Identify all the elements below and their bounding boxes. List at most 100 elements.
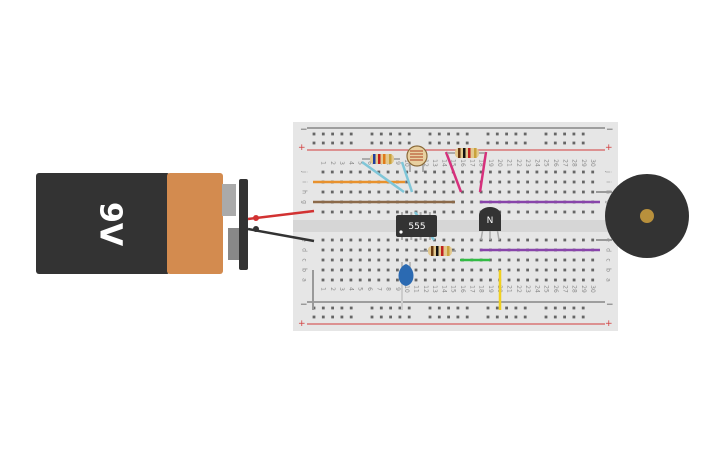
terminal-hole[interactable] [396, 238, 399, 242]
terminal-hole[interactable] [442, 190, 446, 194]
terminal-hole[interactable] [451, 268, 455, 272]
terminal-hole[interactable] [405, 248, 409, 252]
terminal-hole[interactable] [582, 170, 585, 174]
terminal-hole[interactable] [526, 170, 529, 174]
terminal-hole[interactable] [377, 268, 381, 272]
terminal-hole[interactable] [358, 258, 362, 262]
terminal-hole[interactable] [563, 278, 567, 282]
terminal-hole[interactable] [451, 238, 455, 242]
terminal-hole[interactable] [340, 258, 343, 262]
terminal-hole[interactable] [349, 278, 353, 282]
terminal-hole[interactable] [461, 248, 464, 252]
rail-hole[interactable] [486, 132, 490, 136]
rail-hole[interactable] [312, 315, 316, 319]
terminal-hole[interactable] [498, 170, 502, 174]
rail-hole[interactable] [370, 306, 374, 310]
rail-hole[interactable] [465, 306, 469, 310]
terminal-hole[interactable] [368, 170, 371, 174]
ic-555[interactable]: 555 [396, 212, 437, 240]
terminal-hole[interactable] [433, 210, 436, 214]
rail-hole[interactable] [505, 306, 508, 310]
terminal-hole[interactable] [340, 278, 343, 282]
rail-hole[interactable] [563, 306, 566, 310]
terminal-hole[interactable] [414, 248, 418, 252]
battery-leads[interactable] [247, 209, 315, 243]
terminal-hole[interactable] [423, 268, 427, 272]
battery-9v[interactable]: 9V [36, 173, 248, 274]
terminal-hole[interactable] [442, 258, 446, 262]
terminal-hole[interactable] [377, 238, 381, 242]
terminal-hole[interactable] [489, 278, 492, 282]
terminal-hole[interactable] [535, 278, 539, 282]
terminal-hole[interactable] [414, 170, 418, 174]
rail-hole[interactable] [486, 306, 490, 310]
terminal-hole[interactable] [442, 170, 446, 174]
rail-hole[interactable] [581, 132, 585, 136]
terminal-hole[interactable] [572, 278, 576, 282]
rail-hole[interactable] [321, 315, 325, 319]
terminal-hole[interactable] [554, 238, 557, 242]
rail-hole[interactable] [572, 306, 576, 310]
terminal-hole[interactable] [544, 268, 548, 272]
rail-hole[interactable] [486, 315, 490, 319]
terminal-hole[interactable] [349, 258, 353, 262]
terminal-hole[interactable] [526, 180, 529, 184]
terminal-hole[interactable] [544, 238, 548, 242]
terminal-hole[interactable] [340, 268, 343, 272]
terminal-hole[interactable] [396, 170, 399, 174]
terminal-hole[interactable] [330, 258, 334, 262]
rail-hole[interactable] [514, 306, 518, 310]
terminal-hole[interactable] [433, 238, 436, 242]
rail-hole[interactable] [495, 141, 499, 145]
terminal-hole[interactable] [572, 180, 576, 184]
rail-hole[interactable] [398, 306, 402, 310]
terminal-hole[interactable] [516, 180, 520, 184]
terminal-hole[interactable] [563, 238, 567, 242]
terminal-hole[interactable] [498, 238, 502, 242]
terminal-hole[interactable] [535, 190, 539, 194]
terminal-hole[interactable] [349, 248, 353, 252]
rail-hole[interactable] [563, 132, 566, 136]
rail-hole[interactable] [379, 132, 383, 136]
terminal-hole[interactable] [544, 190, 548, 194]
terminal-hole[interactable] [591, 170, 595, 174]
terminal-hole[interactable] [461, 170, 464, 174]
terminal-hole[interactable] [442, 238, 446, 242]
terminal-hole[interactable] [368, 210, 371, 214]
rail-hole[interactable] [407, 132, 411, 136]
rail-hole[interactable] [447, 141, 450, 145]
terminal-hole[interactable] [358, 170, 362, 174]
red-lead-wire[interactable] [247, 209, 315, 221]
terminal-hole[interactable] [526, 278, 529, 282]
terminal-hole[interactable] [442, 278, 446, 282]
terminal-hole[interactable] [470, 190, 474, 194]
rail-hole[interactable] [581, 306, 585, 310]
terminal-hole[interactable] [544, 180, 548, 184]
terminal-hole[interactable] [414, 268, 418, 272]
terminal-hole[interactable] [358, 268, 362, 272]
rail-hole[interactable] [331, 315, 334, 319]
black-lead-wire[interactable] [247, 227, 315, 243]
terminal-hole[interactable] [516, 258, 520, 262]
terminal-hole[interactable] [451, 278, 455, 282]
terminal-hole[interactable] [461, 238, 464, 242]
terminal-hole[interactable] [423, 238, 427, 242]
rail-hole[interactable] [523, 306, 527, 310]
photoresistor[interactable] [406, 145, 428, 172]
terminal-hole[interactable] [498, 190, 502, 194]
terminal-hole[interactable] [591, 190, 595, 194]
rail-hole[interactable] [544, 315, 548, 319]
terminal-hole[interactable] [470, 210, 474, 214]
rail-hole[interactable] [581, 141, 585, 145]
terminal-hole[interactable] [451, 248, 455, 252]
terminal-hole[interactable] [423, 180, 427, 184]
terminal-hole[interactable] [377, 210, 381, 214]
terminal-hole[interactable] [507, 268, 511, 272]
terminal-hole[interactable] [358, 190, 362, 194]
rail-hole[interactable] [370, 141, 374, 145]
terminal-hole[interactable] [349, 170, 353, 174]
rail-hole[interactable] [553, 141, 557, 145]
terminal-hole[interactable] [535, 238, 539, 242]
terminal-hole[interactable] [414, 238, 418, 242]
pink-wire-left[interactable] [444, 151, 463, 193]
